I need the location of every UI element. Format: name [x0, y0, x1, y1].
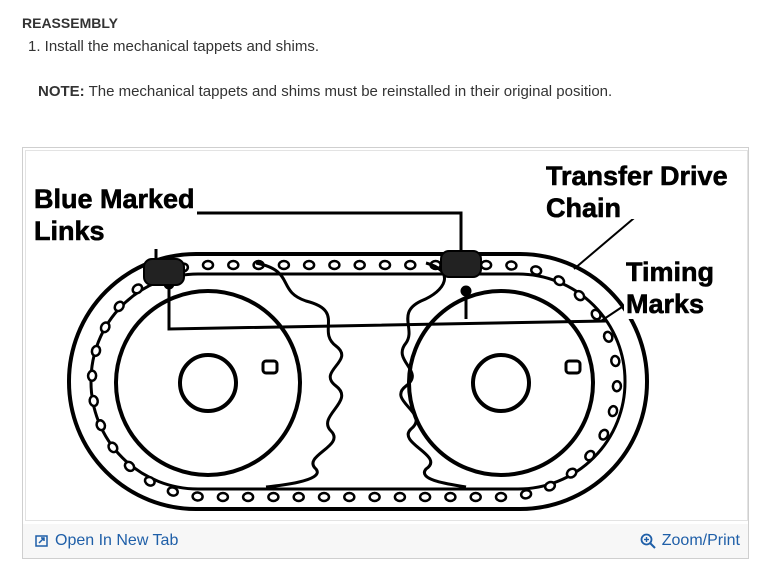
chain-link	[607, 404, 619, 418]
chain-link	[216, 491, 230, 503]
figure-toolbar: Open In New Tab Zoom/Print	[23, 524, 748, 558]
chain-link	[113, 300, 125, 313]
timing-chain-diagram[interactable]: Blue Marked Links Transfer Drive Chain T…	[25, 150, 748, 521]
chain-link	[328, 259, 341, 271]
magnifier-icon	[640, 533, 656, 549]
chain-outer	[67, 252, 649, 511]
chain-link	[553, 275, 566, 287]
left-wave	[255, 261, 344, 489]
chain-link	[505, 260, 518, 271]
chain-link	[494, 491, 508, 503]
chain-link	[602, 330, 614, 343]
timing-line	[167, 284, 607, 331]
label-transfer-2: Chain	[546, 193, 621, 223]
label-blue-marked-1: Blue Marked	[34, 184, 195, 214]
chain-link	[227, 259, 240, 271]
label-bg-transfer	[544, 155, 744, 219]
chain-link	[166, 486, 179, 497]
chain-link	[353, 259, 366, 271]
chain-link	[530, 265, 543, 276]
open-in-new-tab-label: Open In New Tab	[55, 532, 179, 549]
chain-inner	[89, 272, 627, 491]
open-in-new-tab-link[interactable]: Open In New Tab	[35, 532, 178, 550]
label-bg-timing	[624, 255, 724, 319]
label-timing-2: Marks	[626, 289, 704, 319]
chain-link	[393, 491, 407, 503]
chain-link	[95, 419, 107, 432]
chain-link	[292, 491, 305, 503]
chain-link	[201, 259, 215, 271]
chain-link	[191, 491, 204, 502]
chain-link	[610, 354, 621, 368]
chain-link	[277, 259, 291, 271]
diagram-labels: Blue Marked Links Transfer Drive Chain T…	[32, 155, 744, 319]
chain-link	[99, 321, 111, 334]
chain-link	[584, 449, 596, 462]
chain	[67, 252, 649, 511]
chain-link	[469, 491, 482, 503]
sprockets	[114, 289, 595, 477]
chain-link	[241, 491, 255, 503]
right-sprocket-hub	[471, 353, 531, 413]
chain-link	[90, 344, 102, 358]
left-sprocket-hub	[178, 353, 238, 413]
chain-link	[123, 460, 136, 473]
chain-link	[418, 491, 432, 503]
chain-link	[368, 491, 381, 503]
note: NOTE: The mechanical tappets and shims m…	[38, 83, 612, 100]
left-sprocket	[114, 289, 302, 477]
chain-link	[444, 491, 457, 503]
note-label: NOTE:	[38, 83, 85, 100]
chain-link	[88, 394, 99, 408]
chain-link	[404, 259, 417, 271]
step-1: 1. Install the mechanical tappets and sh…	[28, 38, 319, 55]
figure-panel: Blue Marked Links Transfer Drive Chain T…	[22, 147, 749, 559]
blue-marked-links	[143, 250, 482, 286]
right-key	[564, 359, 582, 375]
right-sprocket	[407, 289, 595, 477]
chain-link	[565, 467, 578, 479]
section-heading: REASSEMBLY	[22, 15, 118, 31]
chain-link	[573, 289, 586, 302]
label-transfer-1: Transfer Drive	[546, 161, 728, 191]
label-blue-marked-2: Links	[34, 216, 105, 246]
chain-link	[598, 428, 610, 441]
label-timing-1: Timing	[626, 257, 714, 287]
blue-link-right	[440, 250, 482, 278]
chain-link	[543, 480, 557, 492]
chain-link	[343, 491, 356, 503]
left-key	[261, 359, 279, 375]
chain-link	[86, 369, 98, 383]
chain-link	[317, 491, 331, 503]
zoom-print-link[interactable]: Zoom/Print	[640, 532, 740, 550]
label-bg-blue	[32, 185, 197, 249]
chain-links	[86, 259, 623, 503]
chain-link	[378, 259, 392, 271]
zoom-print-label: Zoom/Print	[661, 532, 740, 549]
note-text: The mechanical tappets and shims must be…	[84, 83, 613, 100]
chain-link	[479, 259, 493, 271]
chain-link	[302, 259, 316, 271]
chain-link	[519, 488, 533, 500]
chain-link	[131, 283, 144, 295]
chain-link	[267, 491, 280, 503]
chain-link	[107, 441, 119, 454]
right-wave	[399, 261, 467, 489]
open-in-new-tab-icon	[35, 534, 49, 548]
diagram-svg: Blue Marked Links Transfer Drive Chain T…	[32, 155, 744, 511]
chain-link	[590, 308, 602, 321]
blue-link-left	[143, 258, 185, 286]
chain-link	[611, 379, 623, 393]
chain-link	[143, 475, 156, 487]
break-lines	[255, 261, 467, 489]
